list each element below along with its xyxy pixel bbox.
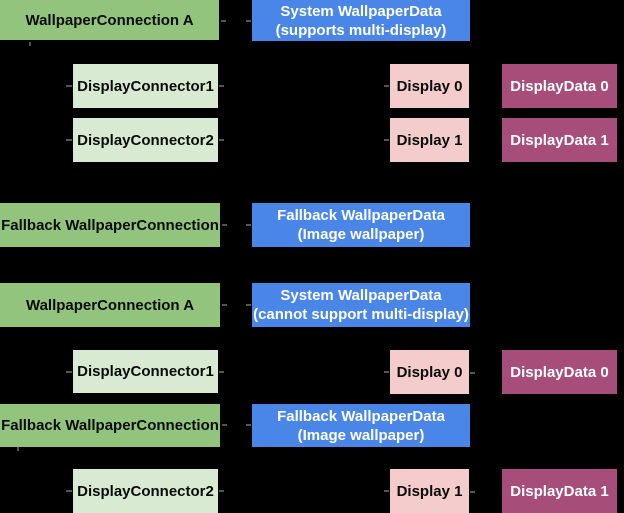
connector-stub [384, 371, 389, 373]
node-label: DisplayConnector1 [77, 77, 214, 95]
connector-stub [246, 304, 251, 306]
node-display-connector-1-b: DisplayConnector1 [73, 350, 218, 393]
node-label: Fallback WallpaperData [277, 207, 445, 224]
node-wallpaper-connection-a-1: WallpaperConnection A [0, 0, 219, 40]
connector-stub [219, 139, 224, 141]
node-fallback-wallpaper-connection-1: Fallback WallpaperConnection [0, 203, 220, 247]
connector-stub [470, 372, 475, 374]
node-label: DisplayConnector1 [77, 363, 214, 380]
node-label: Display 0 [396, 77, 463, 95]
connector-stub [66, 371, 72, 373]
node-label: Display 1 [396, 131, 463, 149]
node-label: DisplayData 1 [510, 131, 609, 149]
node-fallback-wallpaper-data-1: Fallback WallpaperData (Image wallpaper) [252, 203, 470, 247]
node-display-connector-1-a: DisplayConnector1 [73, 64, 218, 108]
connector-stub [222, 304, 227, 306]
connector-stub [384, 490, 389, 492]
connector-stub [246, 20, 251, 22]
node-system-wallpaper-data-no-multi: System WallpaperData (cannot support mul… [252, 283, 470, 327]
node-sublabel: (cannot support multi-display) [253, 306, 469, 323]
node-label: Display 1 [396, 482, 463, 500]
node-label: DisplayData 0 [510, 77, 609, 95]
connector-stub [66, 490, 72, 492]
node-wallpaper-connection-a-2: WallpaperConnection A [0, 283, 220, 327]
node-sublabel: (Image wallpaper) [297, 426, 425, 444]
node-sublabel: (supports multi-display) [275, 21, 447, 39]
node-display-data-0-a: DisplayData 0 [502, 64, 617, 108]
node-label: System WallpaperData [280, 287, 442, 304]
node-fallback-wallpaper-data-2: Fallback WallpaperData (Image wallpaper) [252, 404, 470, 447]
connector-stub [246, 224, 251, 226]
node-display-data-1-a: DisplayData 1 [502, 118, 617, 162]
connector-stub [384, 139, 389, 141]
node-label: DisplayConnector2 [77, 482, 214, 500]
node-display-0-a: Display 0 [390, 64, 469, 108]
node-display-1-b: Display 1 [390, 469, 469, 513]
connector-stub [66, 139, 72, 141]
node-label: WallpaperConnection A [25, 296, 195, 314]
node-display-connector-2-b: DisplayConnector2 [73, 469, 218, 513]
node-label: WallpaperConnection A [25, 11, 194, 29]
node-fallback-wallpaper-connection-2: Fallback WallpaperConnection [0, 404, 220, 447]
connector-stub [219, 490, 224, 492]
connector-stub [29, 42, 31, 46]
connector-stub [384, 85, 389, 87]
node-label: DisplayData 1 [510, 482, 609, 500]
connector-stub [246, 424, 251, 426]
node-display-connector-2-a: DisplayConnector2 [73, 118, 218, 162]
connector-stub [470, 491, 475, 493]
connector-stub [222, 424, 227, 426]
connector-stub [219, 85, 224, 87]
node-label: System WallpaperData [280, 2, 442, 20]
node-display-0-b: Display 0 [390, 350, 469, 394]
node-sublabel: (Image wallpaper) [297, 226, 425, 243]
node-display-data-0-b: DisplayData 0 [502, 350, 617, 394]
node-label: Fallback WallpaperConnection [1, 216, 219, 234]
node-label: Fallback WallpaperData [277, 407, 445, 425]
connector-stub [221, 20, 226, 22]
node-display-1-a: Display 1 [390, 118, 469, 162]
node-display-data-1-b: DisplayData 1 [502, 469, 617, 513]
node-label: Display 0 [396, 363, 463, 381]
connector-stub [17, 447, 19, 451]
connector-stub [222, 224, 227, 226]
node-system-wallpaper-data-multi: System WallpaperData (supports multi-dis… [252, 0, 470, 41]
node-label: DisplayData 0 [510, 363, 609, 381]
node-label: Fallback WallpaperConnection [1, 417, 219, 434]
connector-stub [66, 85, 72, 87]
connector-stub [219, 371, 224, 373]
node-label: DisplayConnector2 [77, 131, 214, 149]
